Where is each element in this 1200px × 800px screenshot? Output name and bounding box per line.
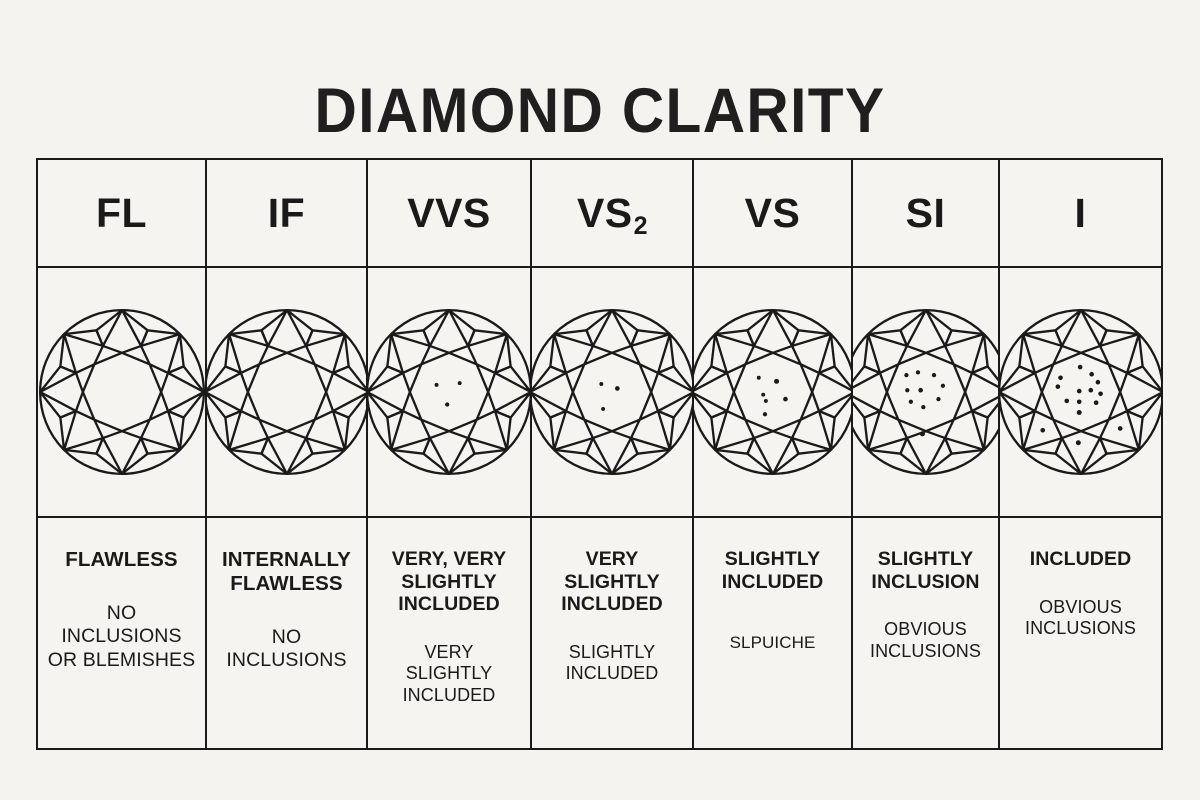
- diamond-icon-vs2: [532, 268, 694, 516]
- inclusion-dot: [1076, 388, 1082, 394]
- grade-cell-if: IF: [207, 160, 368, 266]
- description-secondary: OBVIOUS INCLUSIONS: [1024, 596, 1137, 639]
- inclusion-dot: [782, 396, 788, 402]
- inclusion-dot: [457, 381, 462, 386]
- description-primary: SLIGHTLY INCLUSION: [871, 548, 980, 593]
- title-container: DIAMOND CLARITY: [0, 38, 1200, 185]
- clarity-table: FL IF VVS VS2 VS SI I FLAWLESS NO: [36, 158, 1163, 750]
- grade-cell-fl: FL: [38, 160, 207, 266]
- grade-label: SI: [905, 189, 946, 236]
- diamond-icon-i: [1000, 268, 1161, 516]
- grade-label: VS: [744, 189, 801, 236]
- description-cell-vvs: VERY, VERY SLIGHTLY INCLUDED VERY SLIGHT…: [368, 518, 532, 748]
- inclusion-dot: [615, 386, 620, 391]
- grade-cell-si: SI: [853, 160, 1000, 266]
- inclusion-dot: [1063, 398, 1069, 404]
- inclusion-dot: [1055, 384, 1060, 389]
- diamond-graphic: [1000, 308, 1161, 476]
- diamond-graphic: [207, 308, 366, 476]
- inclusion-dot: [773, 378, 779, 384]
- description-primary: VERY SLIGHTLY INCLUDED: [561, 548, 663, 616]
- grade-cell-vs: VS: [694, 160, 853, 266]
- page-title: DIAMOND CLARITY: [314, 76, 886, 147]
- description-primary: INTERNALLY FLAWLESS: [222, 548, 351, 595]
- grade-label: VVS: [407, 189, 491, 236]
- description-primary: SLIGHTLY INCLUDED: [721, 548, 824, 593]
- grade-cell-i: I: [1000, 160, 1161, 266]
- description-cell-vs2: VERY SLIGHTLY INCLUDED SLIGHTLY INCLUDED: [532, 518, 694, 748]
- diamond-graphic: [38, 308, 205, 476]
- inclusion-dot: [904, 388, 909, 393]
- inclusion-dot: [1087, 387, 1093, 393]
- inclusion-dot: [940, 383, 945, 388]
- description-secondary: VERY SLIGHTLY INCLUDED: [402, 641, 496, 706]
- description-cell-si: SLIGHTLY INCLUSION OBVIOUS INCLUSIONS: [853, 518, 1000, 748]
- inclusion-dot: [445, 402, 450, 407]
- diamond-icon-fl: [38, 268, 207, 516]
- description-secondary: SLIGHTLY INCLUDED: [565, 641, 659, 684]
- description-secondary: OBVIOUS INCLUSIONS: [869, 619, 982, 661]
- diamond-icon-vs: [694, 268, 853, 516]
- diamond-icon-if: [207, 268, 368, 516]
- grade-label: FL: [95, 189, 148, 236]
- description-primary: FLAWLESS: [65, 548, 178, 571]
- inclusion-dot: [1088, 371, 1094, 377]
- inclusion-dot: [903, 372, 909, 378]
- grade-label: IF: [267, 189, 306, 236]
- diamond-icon-si: [853, 268, 1000, 516]
- inclusion-dot: [1117, 426, 1122, 431]
- grade-header-row: FL IF VVS VS2 VS SI I: [38, 160, 1161, 268]
- description-row: FLAWLESS NO INCLUSIONS OR BLEMISHES INTE…: [38, 518, 1161, 748]
- inclusion-dot: [1095, 379, 1100, 385]
- inclusion-dot: [1075, 440, 1081, 446]
- inclusion-dot: [1077, 364, 1082, 370]
- diamond-graphic: [694, 308, 851, 476]
- description-cell-vs: SLIGHTLY INCLUDED SLPUICHE: [694, 518, 853, 748]
- inclusion-dot: [601, 406, 606, 411]
- inclusion-dot: [756, 375, 761, 380]
- inclusion-dot: [908, 399, 913, 404]
- description-secondary: NO INCLUSIONS OR BLEMISHES: [47, 601, 196, 671]
- inclusion-dot: [935, 396, 941, 402]
- inclusion-dot: [434, 382, 439, 387]
- diamond-graphic: [853, 308, 998, 476]
- diamond-graphic: [368, 308, 530, 476]
- inclusion-dot: [1076, 399, 1082, 405]
- inclusion-dot: [931, 372, 936, 378]
- description-primary: VERY, VERY SLIGHTLY INCLUDED: [391, 548, 507, 616]
- inclusion-dot: [917, 387, 923, 393]
- grade-label: VS2: [576, 189, 649, 240]
- inclusion-dot: [1039, 427, 1045, 433]
- inclusion-dot: [760, 392, 765, 397]
- grade-cell-vs2: VS2: [532, 160, 694, 266]
- description-primary: INCLUDED: [1029, 548, 1132, 570]
- description-secondary: NO INCLUSIONS: [226, 625, 347, 671]
- inclusion-dot: [1093, 400, 1098, 405]
- diamond-graphic: [532, 308, 692, 476]
- description-cell-i: INCLUDED OBVIOUS INCLUSIONS: [1000, 518, 1161, 748]
- inclusion-dot: [1076, 409, 1082, 415]
- inclusion-dot: [763, 398, 768, 403]
- inclusion-dot: [762, 412, 767, 417]
- inclusion-dot: [920, 404, 925, 410]
- grade-label: I: [1074, 189, 1087, 236]
- description-cell-if: INTERNALLY FLAWLESS NO INCLUSIONS: [207, 518, 368, 748]
- diamond-icon-vvs: [368, 268, 532, 516]
- inclusion-dot: [915, 370, 920, 375]
- description-secondary: SLPUICHE: [729, 633, 816, 653]
- diamond-illustration-row: [38, 268, 1161, 518]
- grade-subscript: 2: [633, 211, 649, 240]
- inclusion-dot: [599, 382, 604, 386]
- inclusion-dot: [919, 431, 925, 437]
- inclusion-dot: [1057, 375, 1063, 381]
- inclusion-dot: [1097, 391, 1103, 397]
- description-cell-fl: FLAWLESS NO INCLUSIONS OR BLEMISHES: [38, 518, 207, 748]
- grade-cell-vvs: VVS: [368, 160, 532, 266]
